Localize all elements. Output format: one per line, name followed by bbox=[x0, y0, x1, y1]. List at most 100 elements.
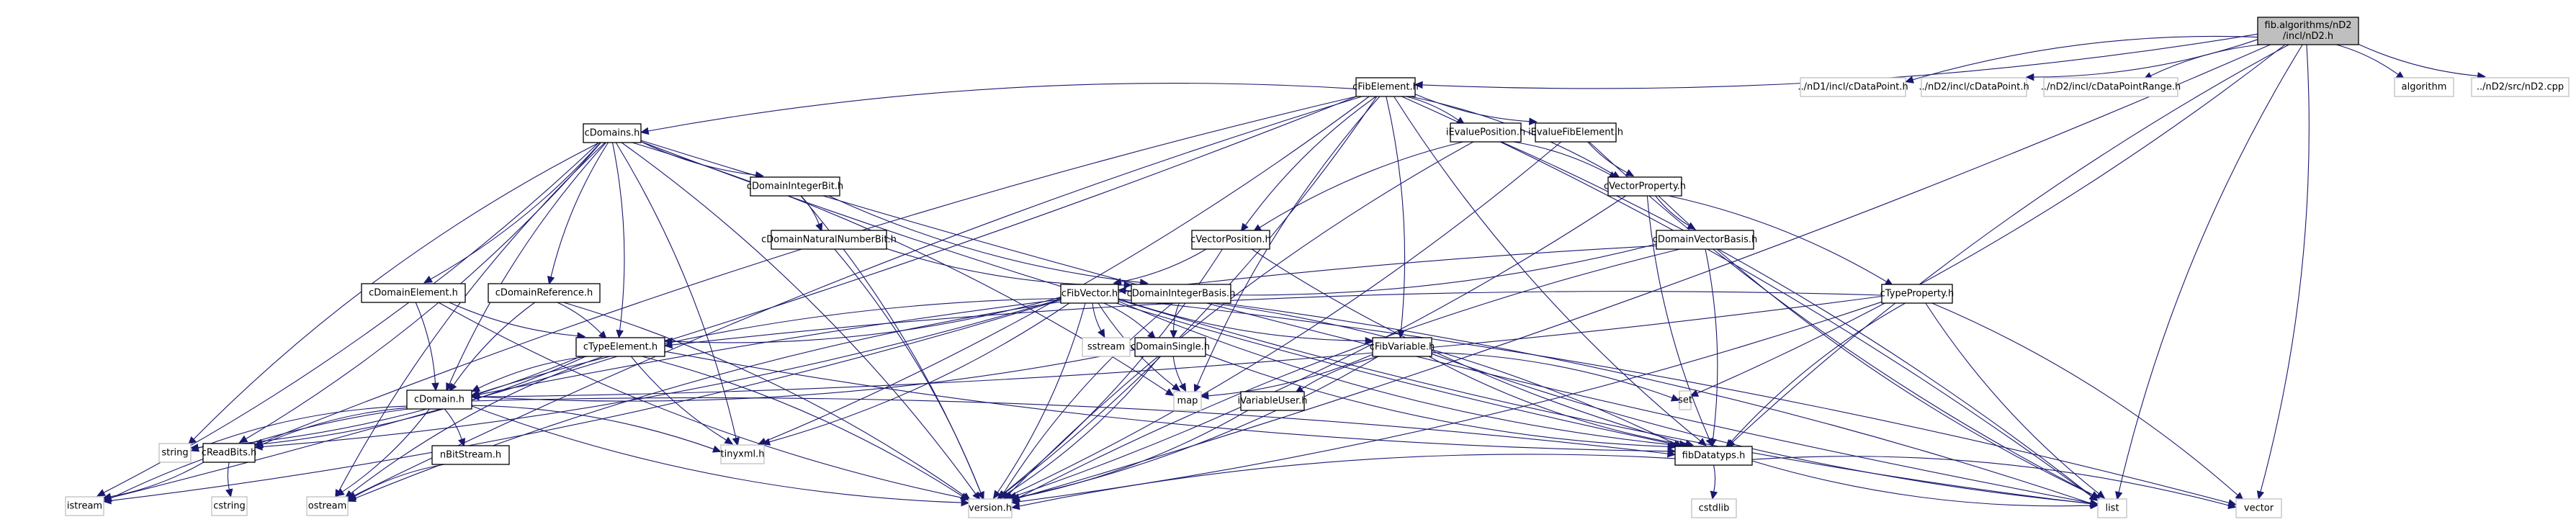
edge-nD2h-to-nD2cDataPoint bbox=[2033, 39, 2258, 78]
edge-cFibVariable-to-set bbox=[1431, 352, 1673, 399]
node-label: cDomain.h bbox=[414, 395, 465, 405]
edge-cDomain-to-istream bbox=[110, 408, 408, 499]
node-nD2h[interactable]: fib.algorithms/nD2/incl/nD2.h bbox=[2257, 17, 2359, 45]
node-cDomains[interactable]: cDomains.h bbox=[583, 123, 642, 143]
node-box bbox=[968, 498, 1013, 518]
arrowhead-icon bbox=[1528, 117, 1538, 125]
node-cTypeProperty[interactable]: cTypeProperty.h bbox=[1880, 284, 1955, 304]
node-cReadBits[interactable]: cReadBits.h bbox=[202, 443, 257, 463]
node-label: iEvalueFibElement.h bbox=[1528, 127, 1623, 138]
edge-cDomainIntegerBasis-to-fibDatatyps bbox=[1211, 302, 1677, 445]
node-label: cstring bbox=[213, 501, 245, 512]
node-cTypeElement[interactable]: cTypeElement.h bbox=[575, 337, 665, 357]
edge-nD2h-to-fibDatatyps bbox=[1732, 44, 2289, 443]
edge-cFibVector-to-list bbox=[1118, 299, 2091, 505]
node-cDomainSingle[interactable]: cDomainSingle.h bbox=[1131, 337, 1210, 357]
node-box bbox=[1691, 498, 1737, 518]
arrowhead-icon bbox=[732, 437, 740, 446]
edge-nD2h-to-nD2cpp bbox=[2358, 43, 2478, 76]
node-fibDatatyps[interactable]: fibDatatyps.h bbox=[1674, 446, 1753, 466]
node-label: ../nD2/incl/cDataPointRange.h bbox=[2041, 82, 2181, 93]
node-cDomainIntegerBit[interactable]: cDomainIntegerBit.h bbox=[747, 176, 843, 197]
edge-cFibVector-to-istream bbox=[110, 299, 1062, 501]
node-nD1cDataPoint: ../nD1/incl/cDataPoint.h bbox=[1798, 77, 1908, 97]
arrowhead-icon bbox=[2096, 490, 2106, 499]
node-box bbox=[1607, 176, 1682, 197]
node-cVectorPosition[interactable]: cVectorPosition.h bbox=[1190, 230, 1271, 250]
node-iEvaluePosition[interactable]: iEvaluePosition.h bbox=[1446, 122, 1525, 143]
arrowhead-icon bbox=[1164, 388, 1175, 397]
edge-cDomainIntegerBasis-to-version bbox=[1002, 302, 1173, 494]
edge-cDomains-to-cDomainReference bbox=[550, 142, 609, 277]
edge-cFibVector-to-tinyxml bbox=[769, 302, 1070, 443]
node-cDomainNaturalNumberBit[interactable]: cDomainNaturalNumberBit.h bbox=[761, 230, 897, 250]
arrowhead-icon bbox=[724, 436, 734, 445]
node-cDomainElement[interactable]: cDomainElement.h bbox=[361, 283, 466, 303]
arrowhead-icon bbox=[992, 490, 1001, 500]
edge-nD2h-to-version bbox=[1018, 44, 2271, 499]
node-cVectorProperty[interactable]: cVectorProperty.h bbox=[1604, 176, 1686, 197]
arrowhead-icon bbox=[1123, 281, 1133, 289]
arrowhead-icon bbox=[1240, 222, 1249, 233]
node-version: version.h bbox=[968, 498, 1013, 518]
edge-cFibVector-to-cTypeElement bbox=[671, 296, 1062, 343]
edge-cVectorPosition-to-fibDatatyps bbox=[1251, 248, 1687, 444]
node-label: cDomainVectorBasis.h bbox=[1653, 235, 1757, 246]
node-box bbox=[1881, 284, 1953, 304]
node-label: cTypeProperty.h bbox=[1880, 289, 1955, 300]
node-box bbox=[1134, 337, 1206, 357]
node-box bbox=[65, 496, 104, 516]
edge-iEvaluePosition-to-cVectorPosition bbox=[1259, 141, 1464, 228]
edge-cDomains-to-tinyxml bbox=[615, 142, 737, 438]
edge-cDomain-to-ostream bbox=[342, 408, 430, 492]
edge-cFibElement-to-cVectorPosition bbox=[1244, 96, 1377, 226]
arrowhead-icon bbox=[225, 488, 233, 498]
node-cDomain[interactable]: cDomain.h bbox=[406, 390, 472, 410]
arrowhead-icon bbox=[190, 444, 200, 452]
edge-cDomains-to-cTypeElement bbox=[611, 142, 625, 331]
arrowhead-icon bbox=[639, 127, 650, 135]
arrowhead-icon bbox=[1710, 490, 1718, 500]
edge-cFibElement-to-list bbox=[1401, 96, 2092, 497]
arrowhead-icon bbox=[1365, 337, 1374, 345]
arrowhead-icon bbox=[999, 490, 1009, 499]
node-cDomainVectorBasis[interactable]: cDomainVectorBasis.h bbox=[1653, 230, 1757, 250]
edge-cDomainElement-to-version bbox=[438, 302, 962, 498]
edge-cFibElement-to-istream bbox=[110, 96, 1357, 498]
node-nD2cDataPointRange: ../nD2/incl/cDataPointRange.h bbox=[2041, 77, 2181, 97]
arrowhead-icon bbox=[1171, 383, 1181, 392]
node-box bbox=[1921, 77, 2027, 97]
arrowhead-icon bbox=[470, 392, 480, 401]
node-label: map bbox=[1177, 396, 1198, 407]
arrowhead-icon bbox=[1689, 390, 1700, 397]
edge-cTypeProperty-to-cDomain bbox=[478, 295, 1882, 397]
arrowhead-icon bbox=[187, 436, 197, 446]
edge-cDomain-to-fibDatatyps bbox=[471, 397, 1669, 454]
arrowhead-icon bbox=[1098, 328, 1105, 338]
arrowhead-icon bbox=[423, 275, 434, 284]
node-cDomainIntegerBasis[interactable]: cDomainIntegerBasis.h bbox=[1127, 284, 1236, 304]
edge-cFibVector-to-cDomain bbox=[478, 297, 1062, 394]
edge-cTypeElement-to-tinyxml bbox=[630, 356, 727, 441]
edge-cDomains-to-string bbox=[193, 142, 600, 440]
edge-cVectorProperty-to-cTypeProperty bbox=[1668, 195, 1887, 282]
node-cFibVector[interactable]: cFibVector.h bbox=[1060, 284, 1119, 304]
edge-cDomainVectorBasis-to-fibDatatyps bbox=[1705, 248, 1718, 440]
edge-iVariableUser-to-version bbox=[1018, 410, 1249, 498]
node-box bbox=[361, 283, 466, 303]
edge-cFibVariable-to-iVariableUser bbox=[1301, 356, 1380, 390]
node-iEvalueFibElement[interactable]: iEvalueFibElement.h bbox=[1528, 122, 1623, 143]
node-cDomainReference[interactable]: cDomainReference.h bbox=[488, 283, 601, 303]
arrowhead-icon bbox=[663, 341, 673, 349]
node-box bbox=[1679, 390, 1692, 410]
node-cFibElement[interactable]: cFibElement.h bbox=[1352, 77, 1419, 97]
node-nBitStream[interactable]: nBitStream.h bbox=[431, 445, 510, 465]
node-cFibVariable[interactable]: cFibVariable.h bbox=[1370, 337, 1435, 357]
arrowhead-icon bbox=[102, 492, 112, 500]
node-box bbox=[2043, 77, 2178, 97]
edge-cFibElement-to-iEvalueFibElement bbox=[1414, 94, 1530, 122]
edge-cDomainElement-to-cTypeElement bbox=[449, 302, 578, 337]
edge-fibDatatyps-to-list bbox=[1751, 460, 2091, 507]
node-iVariableUser[interactable]: iVariableUser.h bbox=[1237, 391, 1308, 411]
node-map: map bbox=[1173, 391, 1202, 411]
